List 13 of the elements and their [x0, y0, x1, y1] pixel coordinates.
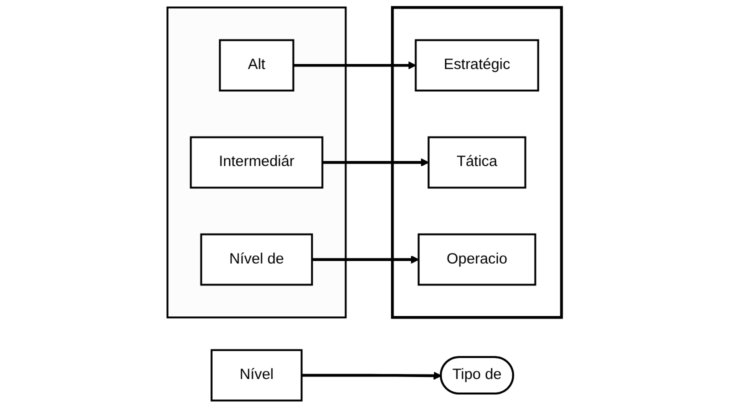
arrow: [312, 255, 420, 264]
node-box: Tática: [428, 136, 526, 189]
arrow: [293, 61, 416, 70]
cluster: [166, 6, 347, 318]
arrow: [302, 372, 442, 380]
node-box: Nível: [210, 349, 303, 402]
node-box: Intermediár: [190, 136, 324, 189]
node-box: Estratégic: [414, 39, 540, 92]
node-box: Operacio: [418, 233, 536, 286]
node-box: Nível de: [200, 233, 313, 286]
cluster: [391, 6, 563, 319]
node-box: Alt: [218, 39, 294, 92]
arrow: [322, 158, 429, 167]
